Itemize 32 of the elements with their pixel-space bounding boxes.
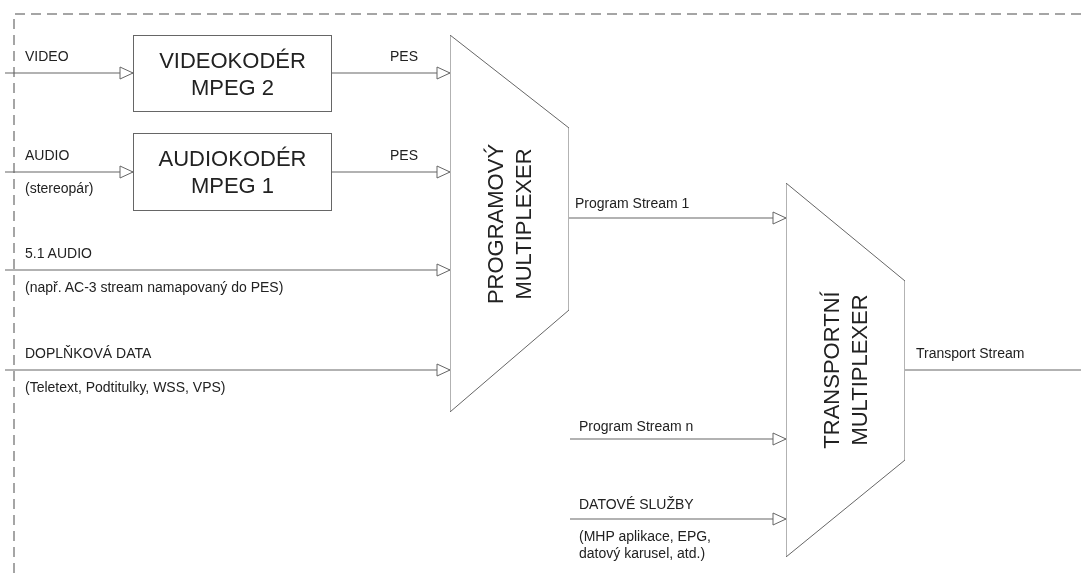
note-text: (MHP aplikace, EPG, datový karusel, atd.) xyxy=(579,528,712,562)
arrow xyxy=(4,263,451,277)
note-text: (např. AC-3 stream namapovaný do PES) xyxy=(25,279,284,296)
arrow xyxy=(331,165,451,179)
edge-label: Transport Stream xyxy=(916,345,1025,362)
edge-label: PES xyxy=(390,48,418,65)
multiplexer-label: PROGRAMOVÝ MULTIPLEXER xyxy=(481,142,537,306)
edge-label: 5.1 AUDIO xyxy=(25,245,92,262)
edge-label: Program Stream 1 xyxy=(575,195,690,212)
arrow xyxy=(569,432,787,446)
arrow xyxy=(569,512,787,526)
multiplexer-trapezoid xyxy=(450,35,569,412)
encoder-box xyxy=(133,35,332,112)
edge-label: AUDIO xyxy=(25,147,70,164)
edge-label: VIDEO xyxy=(25,48,69,65)
box-label: VIDEOKODÉR MPEG 2 xyxy=(158,46,307,101)
note-text: (Teletext, Podtitulky, WSS, VPS) xyxy=(25,379,226,396)
edge-label: DOPLŇKOVÁ DATA xyxy=(25,345,152,362)
connector-line xyxy=(904,369,1081,371)
note-text: (stereopár) xyxy=(25,180,94,197)
arrow xyxy=(4,363,451,377)
edge-label: PES xyxy=(390,147,418,164)
arrow xyxy=(4,165,134,179)
arrow xyxy=(568,211,787,225)
multiplexer-trapezoid xyxy=(786,183,905,557)
encoder-box xyxy=(133,133,332,211)
arrow xyxy=(4,66,134,80)
multiplexer-label: TRANSPORTNÍ MULTIPLEXER xyxy=(817,290,873,451)
arrow xyxy=(331,66,451,80)
edge-label: DATOVÉ SLUŽBY xyxy=(579,496,694,513)
edge-label: Program Stream n xyxy=(579,418,694,435)
box-label: AUDIOKODÉR MPEG 1 xyxy=(157,145,308,199)
